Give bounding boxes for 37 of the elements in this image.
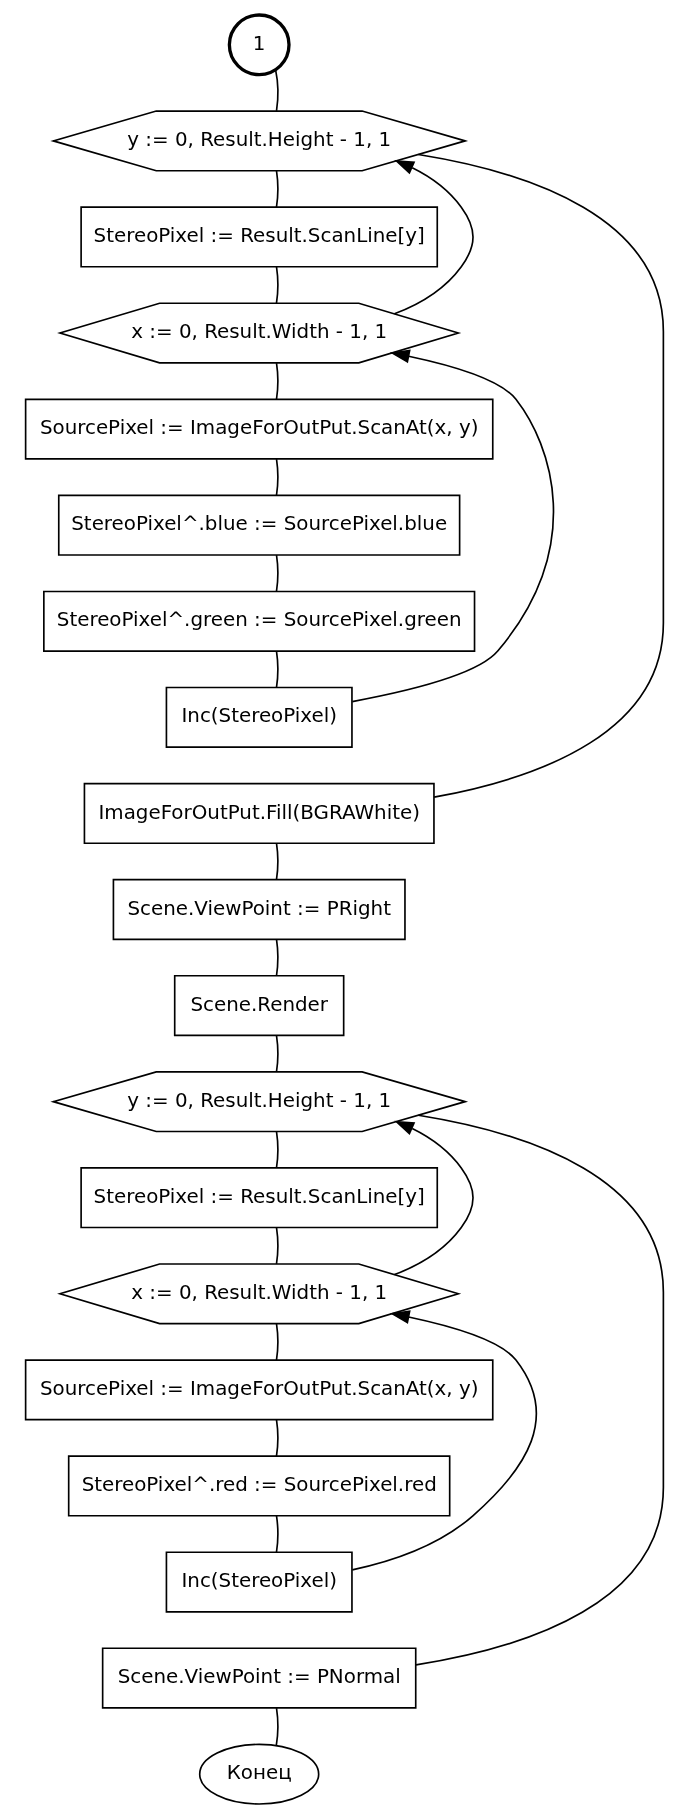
connector bbox=[275, 1130, 279, 1169]
node-ellipse: Конец bbox=[198, 1743, 319, 1805]
node-box: Scene.Render bbox=[173, 974, 344, 1037]
connector bbox=[275, 170, 279, 208]
connector bbox=[274, 1707, 279, 1747]
connector bbox=[275, 1419, 279, 1457]
node-box: Inc(StereoPixel) bbox=[165, 1551, 353, 1613]
connector bbox=[275, 1034, 279, 1073]
arrow bbox=[351, 1310, 537, 1571]
connector bbox=[275, 1515, 279, 1554]
node-box: Scene.ViewPoint := PRight bbox=[112, 878, 406, 941]
connector bbox=[275, 362, 279, 401]
connector bbox=[275, 458, 279, 497]
node-box: StereoPixel := Result.ScanLine[y] bbox=[79, 1167, 438, 1229]
node-box: StereoPixel := Result.ScanLine[y] bbox=[79, 206, 438, 268]
connector bbox=[414, 1114, 664, 1666]
connector bbox=[275, 1322, 279, 1361]
arrow bbox=[393, 1120, 474, 1276]
node-circle: 1 bbox=[227, 13, 291, 77]
node-box: Scene.ViewPoint := PNormal bbox=[101, 1647, 417, 1709]
connector bbox=[274, 69, 279, 112]
arrow bbox=[351, 349, 554, 703]
connector bbox=[417, 153, 664, 798]
node-box: StereoPixel^.green := SourcePixel.green bbox=[42, 590, 475, 652]
node-box: StereoPixel^.red := SourcePixel.red bbox=[67, 1455, 450, 1517]
connector bbox=[275, 842, 279, 881]
connector bbox=[275, 938, 279, 977]
node-box: SourcePixel := ImageForOutPut.ScanAt(x, y) bbox=[24, 1359, 494, 1421]
node-box: Inc(StereoPixel) bbox=[165, 686, 353, 748]
connector bbox=[275, 554, 279, 593]
node-box: ImageForOutPut.Fill(BGRAWhite) bbox=[83, 782, 435, 845]
connector bbox=[275, 266, 279, 305]
connector bbox=[275, 1226, 279, 1265]
connector bbox=[275, 650, 279, 689]
node-box: StereoPixel^.blue := SourcePixel.blue bbox=[57, 494, 460, 556]
node-box: SourcePixel := ImageForOutPut.ScanAt(x, y) bbox=[24, 398, 494, 460]
arrow bbox=[393, 159, 474, 315]
